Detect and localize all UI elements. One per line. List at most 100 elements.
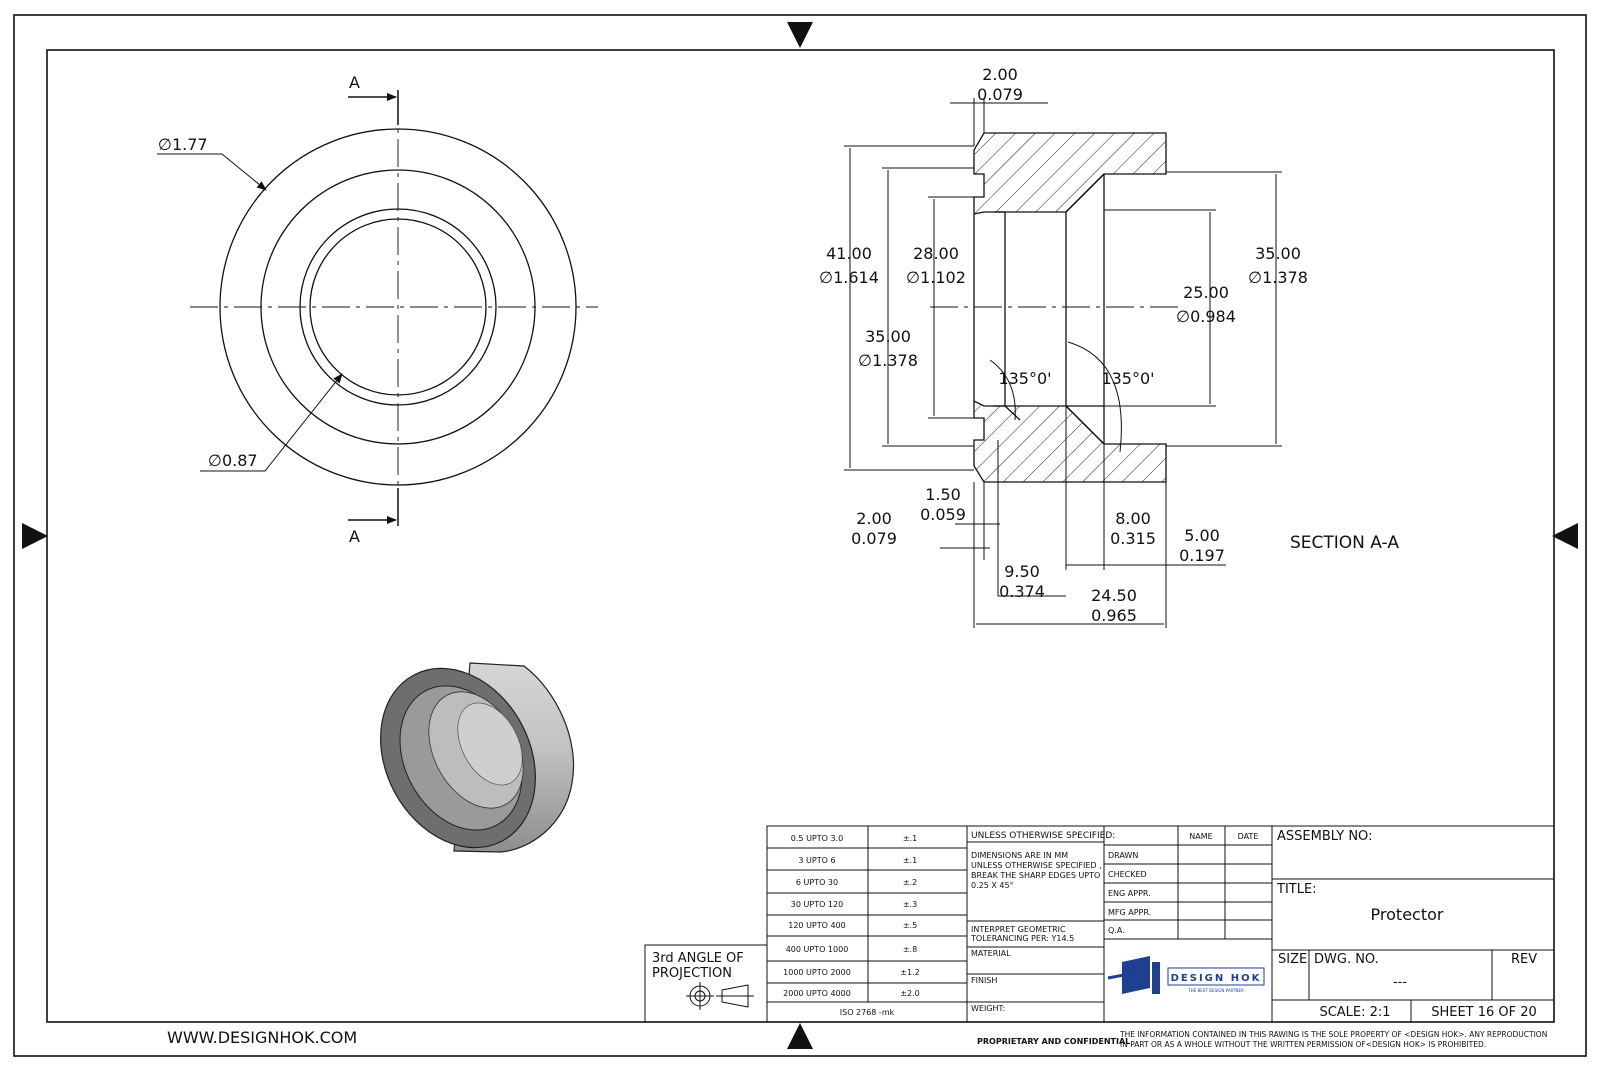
dim-bore-left-mm: 28.00 bbox=[913, 244, 959, 263]
dim-inner-diameter: ∅0.87 bbox=[208, 451, 258, 470]
size-label: SIZE bbox=[1278, 952, 1307, 967]
tol-value: ±.5 bbox=[903, 921, 917, 930]
dim-b5-mm: 9.50 bbox=[1004, 562, 1040, 581]
title-label: TITLE: bbox=[1276, 882, 1317, 897]
assembly-label: ASSEMBLY NO: bbox=[1277, 829, 1372, 844]
tol-standard: ISO 2768 -mk bbox=[840, 1008, 895, 1017]
projection-symbol-icon bbox=[686, 982, 754, 1010]
dim-od-left-in: ∅1.614 bbox=[819, 268, 879, 287]
section-mark-top-label: A bbox=[349, 73, 360, 92]
tol-value: ±.1 bbox=[903, 856, 917, 865]
center-mark-top bbox=[787, 22, 813, 48]
approvals-block: NAME DATE DRAWN CHECKED ENG APPR. MFG AP… bbox=[1108, 832, 1258, 935]
dim-od-left-mm: 41.00 bbox=[826, 244, 872, 263]
sheet-label: SHEET 16 OF 20 bbox=[1431, 1005, 1537, 1020]
tol-range: 3 UPTO 6 bbox=[798, 856, 835, 865]
dim-b1-mm: 1.50 bbox=[925, 485, 961, 504]
notes-line: DIMENSIONS ARE IN MM bbox=[971, 851, 1068, 860]
tol-range: 1000 UPTO 2000 bbox=[783, 968, 851, 977]
tolerance-table: 0.5 UPTO 3.0 ±.1 3 UPTO 6 ±.1 6 UPTO 30 … bbox=[783, 834, 920, 1017]
section-marks bbox=[348, 90, 399, 526]
dim-mid-left-mm: 35.00 bbox=[865, 327, 911, 346]
tol-value: ±2.0 bbox=[900, 989, 919, 998]
section-view bbox=[930, 132, 1180, 483]
dim-b2-mm: 2.00 bbox=[856, 509, 892, 528]
notes-line: BREAK THE SHARP EDGES UPTO bbox=[971, 871, 1100, 880]
scale-label: SCALE: 2:1 bbox=[1319, 1005, 1390, 1020]
website-link[interactable]: WWW.DESIGNHOK.COM bbox=[167, 1028, 357, 1047]
center-mark-bottom bbox=[787, 1023, 813, 1049]
dim-angle-right: 135°0' bbox=[1101, 369, 1154, 388]
notes-gdt: INTERPRET GEOMETRIC bbox=[971, 925, 1066, 934]
center-mark-left bbox=[22, 523, 48, 549]
tol-range: 0.5 UPTO 3.0 bbox=[791, 834, 843, 843]
section-dim-lines bbox=[844, 98, 1282, 628]
confidential-label: PROPRIETARY AND CONFIDENTIAL bbox=[977, 1037, 1130, 1046]
section-title: SECTION A-A bbox=[1290, 533, 1399, 553]
rev-label: REV bbox=[1511, 952, 1537, 967]
tol-range: 400 UPTO 1000 bbox=[786, 945, 849, 954]
dim-angle-left: 135°0' bbox=[998, 369, 1051, 388]
approval-row-label: ENG APPR. bbox=[1108, 889, 1151, 898]
notes-gdt: TOLERANCING PER: Y14.5 bbox=[970, 934, 1074, 943]
dim-bore-right-mm: 25.00 bbox=[1183, 283, 1229, 302]
notes-material: MATERIAL bbox=[971, 949, 1011, 958]
design-hok-logo-icon: DESIGN HOK THE BEST DESIGN PARTNER bbox=[1107, 956, 1265, 994]
tol-range: 6 UPTO 30 bbox=[796, 878, 838, 887]
tol-value: ±1.2 bbox=[900, 968, 919, 977]
tol-value: ±.2 bbox=[903, 878, 917, 887]
dim-b6-mm: 24.50 bbox=[1091, 586, 1137, 605]
tol-value: ±.1 bbox=[903, 834, 917, 843]
dwg-no-value: --- bbox=[1393, 975, 1407, 990]
dim-top-step-in: 0.079 bbox=[977, 85, 1023, 104]
dwg-no-label: DWG. NO. bbox=[1314, 952, 1379, 967]
notes-weight: WEIGHT: bbox=[971, 1004, 1005, 1013]
projection-line1: 3rd ANGLE OF bbox=[652, 951, 744, 966]
tol-range: 30 UPTO 120 bbox=[791, 900, 843, 909]
front-view bbox=[190, 95, 598, 525]
dim-bore-right-in: ∅0.984 bbox=[1176, 307, 1236, 326]
tol-range: 2000 UPTO 4000 bbox=[783, 989, 851, 998]
notes-line: 0.25 X 45° bbox=[971, 881, 1014, 890]
isometric-view bbox=[380, 662, 575, 853]
approvals-date-col: DATE bbox=[1238, 832, 1259, 841]
logo-tagline: THE BEST DESIGN PARTNER bbox=[1187, 988, 1244, 993]
tol-value: ±.3 bbox=[903, 900, 917, 909]
approval-row-label: Q.A. bbox=[1108, 926, 1125, 935]
dim-b4-in: 0.197 bbox=[1179, 546, 1225, 565]
disclaimer-line2: IN PART OR AS A WHOLE WITHOUT THE WRITTE… bbox=[1120, 1040, 1486, 1049]
tol-range: 120 UPTO 400 bbox=[788, 921, 846, 930]
notes-line: UNLESS OTHERWISE SPECIFIED , bbox=[971, 861, 1102, 870]
dim-b3-in: 0.315 bbox=[1110, 529, 1156, 548]
dim-outer-diameter: ∅1.77 bbox=[158, 135, 208, 154]
approval-row-label: DRAWN bbox=[1108, 851, 1138, 860]
dim-top-step-mm: 2.00 bbox=[982, 65, 1018, 84]
drawing-title: Protector bbox=[1371, 905, 1444, 924]
section-dim-texts: 2.00 0.079 41.00 ∅1.614 28.00 ∅1.102 35.… bbox=[819, 65, 1308, 625]
title-block-lines bbox=[644, 825, 1555, 1023]
notes-header: UNLESS OTHERWISE SPECIFIED: bbox=[971, 831, 1115, 841]
approval-row-label: MFG APPR. bbox=[1108, 908, 1151, 917]
dim-b4-mm: 5.00 bbox=[1184, 526, 1220, 545]
tol-value: ±.8 bbox=[903, 945, 917, 954]
dim-od-right-mm: 35.00 bbox=[1255, 244, 1301, 263]
outer-border bbox=[13, 14, 1587, 1057]
section-mark-bottom-label: A bbox=[349, 527, 360, 546]
dim-b1-in: 0.059 bbox=[920, 505, 966, 524]
notes-block: UNLESS OTHERWISE SPECIFIED: DIMENSIONS A… bbox=[970, 831, 1115, 1013]
dim-b6-in: 0.965 bbox=[1091, 606, 1137, 625]
dim-b2-in: 0.079 bbox=[851, 529, 897, 548]
center-mark-right bbox=[1552, 523, 1578, 549]
notes-finish: FINISH bbox=[971, 976, 997, 985]
logo-name: DESIGN HOK bbox=[1171, 973, 1262, 984]
projection-line2: PROJECTION bbox=[652, 966, 732, 981]
dim-od-right-in: ∅1.378 bbox=[1248, 268, 1308, 287]
approvals-name-col: NAME bbox=[1189, 832, 1212, 841]
front-dim-leaders bbox=[157, 153, 343, 472]
dim-bore-left-in: ∅1.102 bbox=[906, 268, 966, 287]
disclaimer-line1: THE INFORMATION CONTAINED IN THIS RAWING… bbox=[1119, 1030, 1547, 1039]
approval-row-label: CHECKED bbox=[1108, 870, 1147, 879]
dim-mid-left-in: ∅1.378 bbox=[858, 351, 918, 370]
dim-b3-mm: 8.00 bbox=[1115, 509, 1151, 528]
